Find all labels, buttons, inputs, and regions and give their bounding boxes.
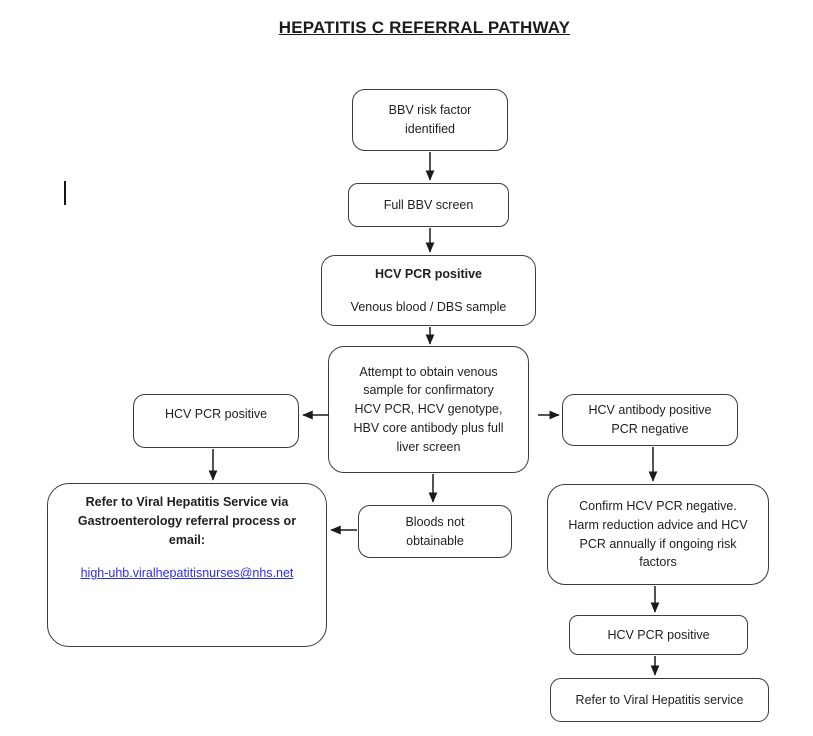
node-label: HCV PCR positive (164, 406, 268, 421)
node-label: Confirm HCV PCR negative. Harm reduction… (568, 499, 748, 570)
node-title: HCV PCR positive (375, 267, 482, 281)
email-link[interactable]: high-uhb.viralhepatitisnurses@nhs.net (80, 566, 294, 581)
node-label: Full BBV screen (383, 197, 474, 212)
node-heading: Refer to Viral Hepatitis Service via Gas… (77, 495, 297, 547)
node-label: Attempt to obtain venous sample for conf… (353, 364, 504, 454)
node-bloods-not-obtainable: Bloods not obtainable (358, 505, 512, 558)
page-title: HEPATITIS C REFERRAL PATHWAY (278, 18, 571, 37)
node-subtitle: Venous blood / DBS sample (350, 300, 507, 315)
node-attempt-venous-sample: Attempt to obtain venous sample for conf… (328, 346, 529, 473)
node-label: HCV PCR positive (607, 627, 710, 642)
node-label: BBV risk factor identified (388, 103, 472, 136)
node-hcv-pcr-positive-sample: HCV PCR positive Venous blood / DBS samp… (321, 255, 536, 326)
node-label: Bloods not obtainable (405, 514, 465, 548)
node-label: HCV antibody positive PCR negative (588, 403, 712, 436)
node-refer-viral-hepatitis-email: Refer to Viral Hepatitis Service via Gas… (47, 483, 327, 647)
node-confirm-hcv-pcr-negative: Confirm HCV PCR negative. Harm reduction… (547, 484, 769, 585)
node-hcv-pcr-positive-right: HCV PCR positive (569, 615, 748, 655)
node-refer-viral-hepatitis-service: Refer to Viral Hepatitis service (550, 678, 769, 722)
node-label: Refer to Viral Hepatitis service (575, 692, 744, 707)
node-bbv-risk-identified: BBV risk factor identified (352, 89, 508, 151)
text-cursor-artifact (64, 181, 66, 205)
node-hcv-antibody-positive: HCV antibody positive PCR negative (562, 394, 738, 446)
node-hcv-pcr-positive-left: HCV PCR positive (133, 394, 299, 448)
node-full-bbv-screen: Full BBV screen (348, 183, 509, 227)
